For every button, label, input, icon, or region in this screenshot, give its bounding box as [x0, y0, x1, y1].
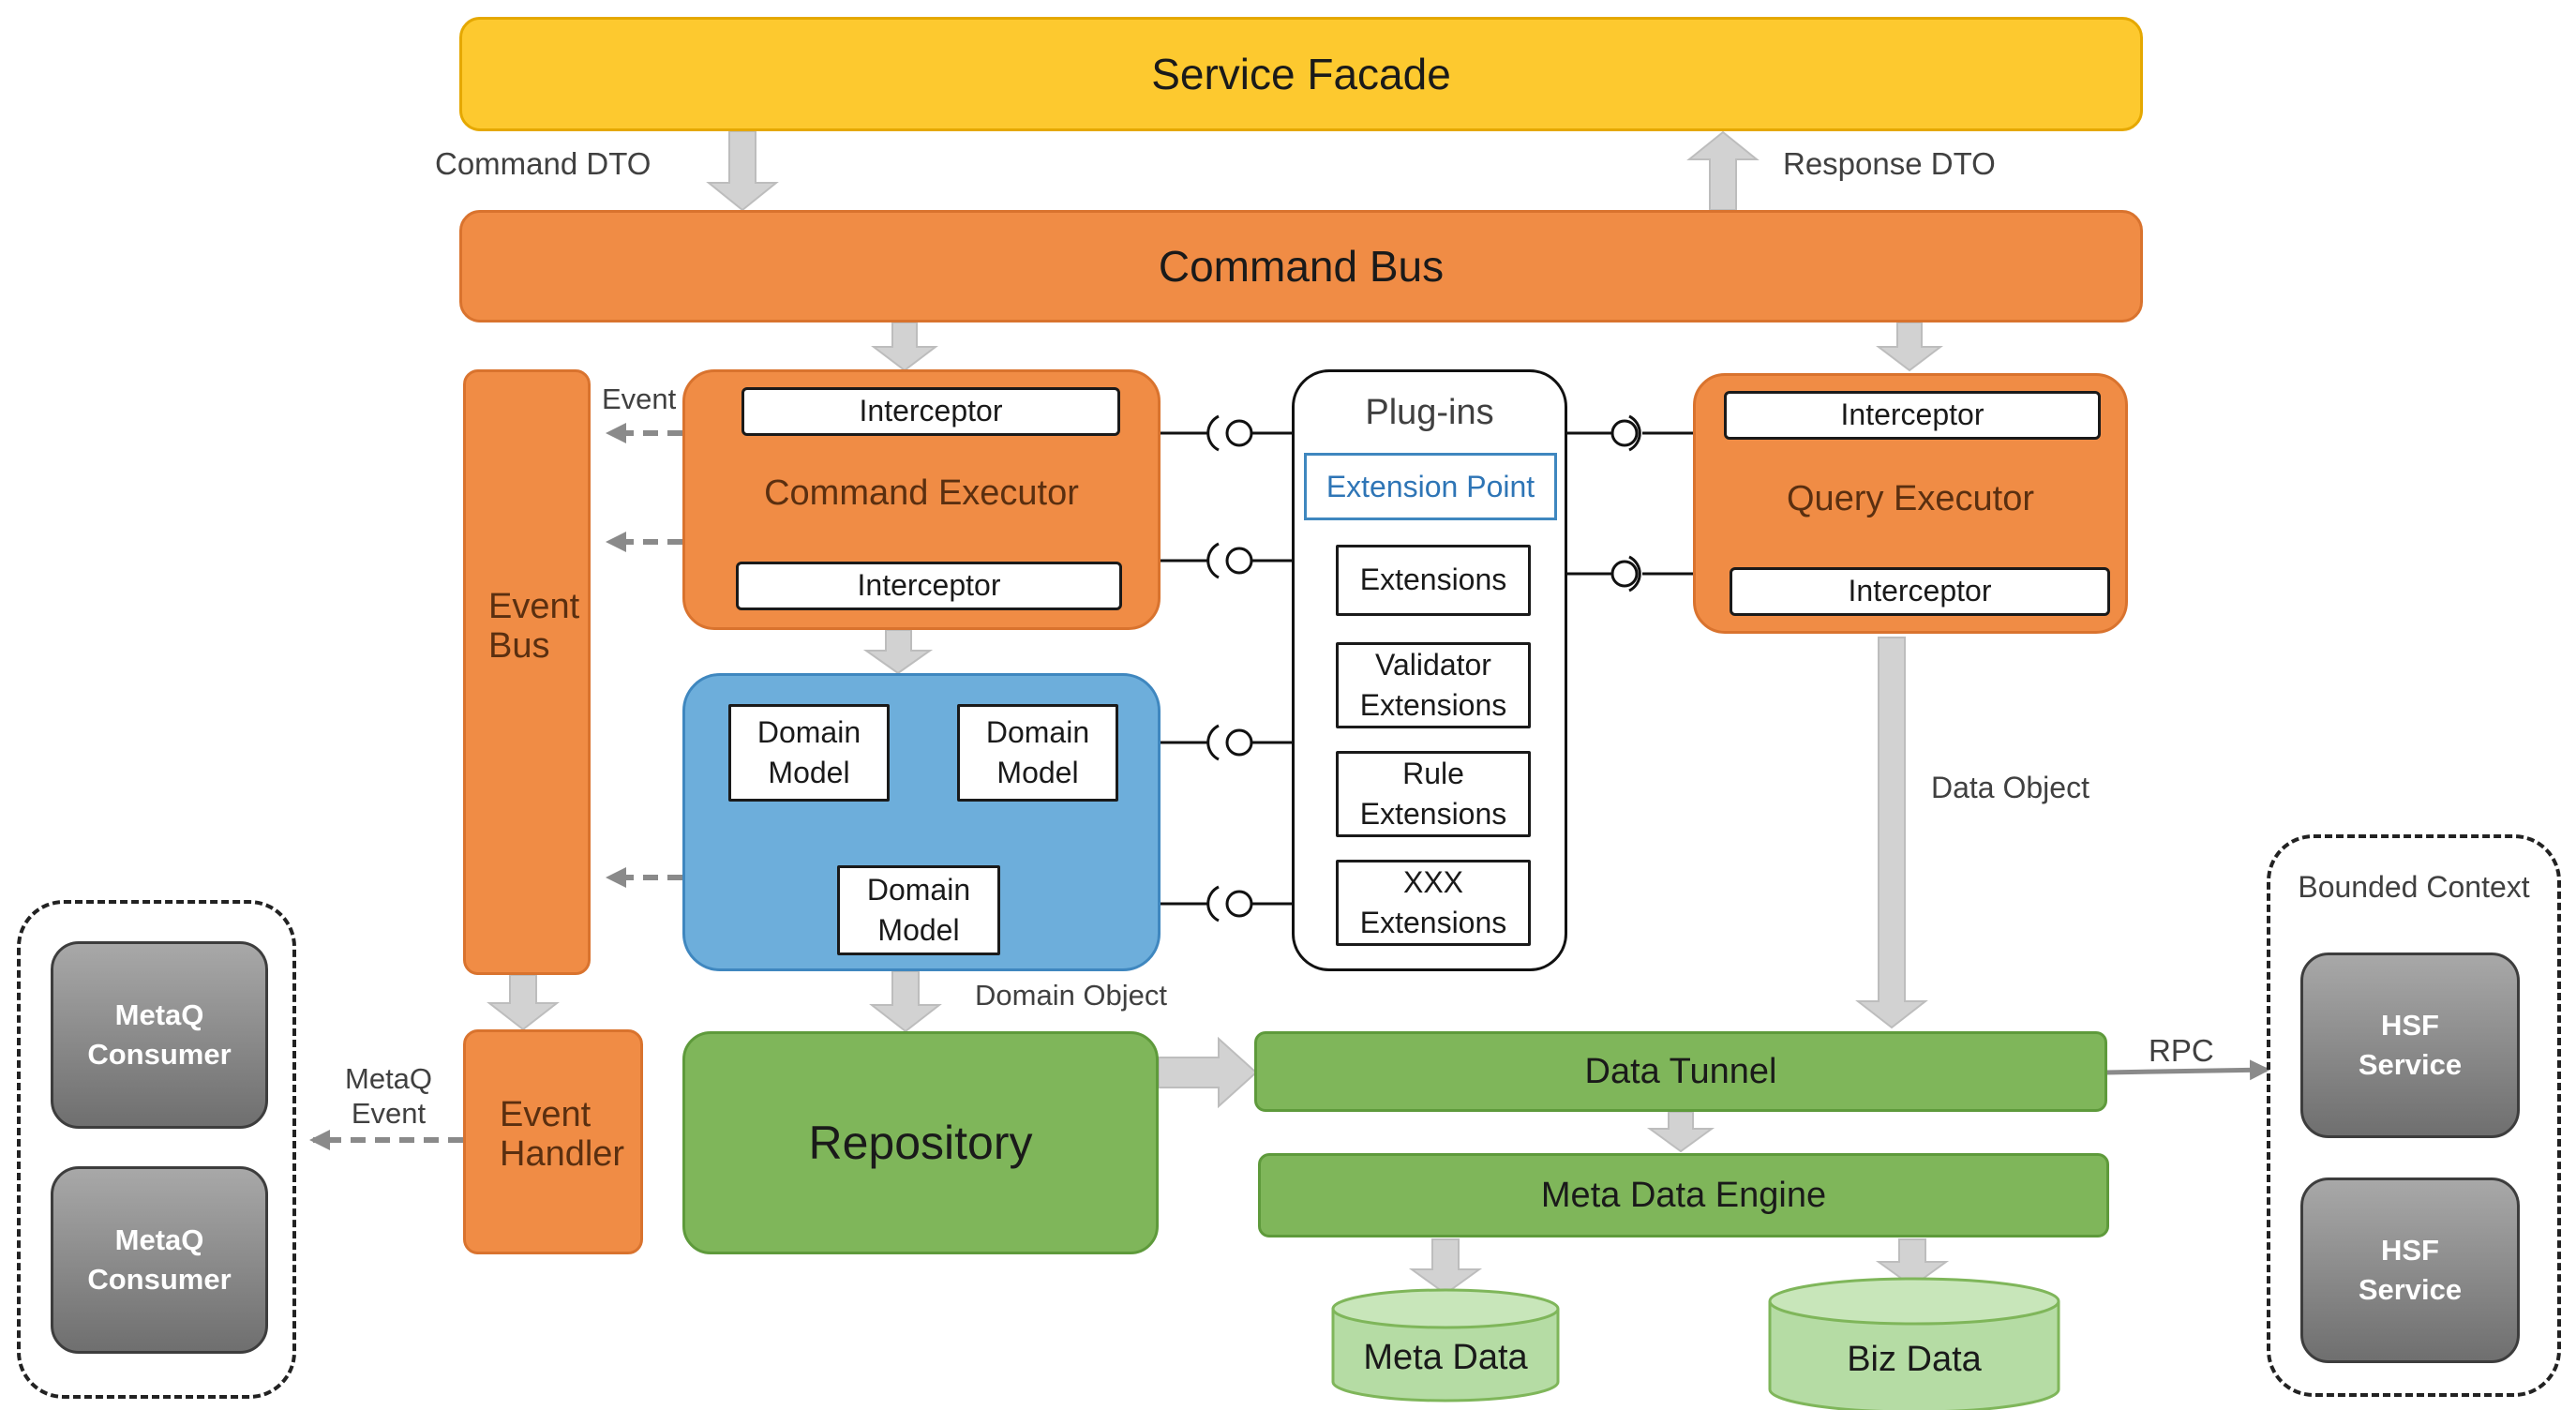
domain-model-b-line2: Model — [877, 913, 960, 947]
domain-to-repo-arrow — [869, 970, 942, 1033]
hsf-service-2-line2: Service — [2358, 1273, 2463, 1306]
service-facade: Service Facade — [459, 17, 2143, 131]
engine-to-metadata-arrow — [1408, 1238, 1483, 1296]
meta-data-store-label: Meta Data — [1363, 1337, 1528, 1377]
command-dto-label: Command DTO — [435, 146, 651, 181]
plugins-panel: Plug-ins Extension Point Extensions Vali… — [1292, 369, 1567, 971]
hsf-service-1-line1: HSF — [2380, 1009, 2439, 1042]
command-dto-arrow — [706, 130, 779, 212]
plugin-rule-line1: Rule — [1402, 756, 1464, 790]
domain-model-b-line1: Domain — [866, 872, 971, 907]
plugin-extensions-label: Extensions — [1359, 562, 1507, 597]
hsf-service-1-line2: Service — [2358, 1048, 2463, 1081]
data-tunnel: Data Tunnel — [1254, 1031, 2107, 1112]
metaq-consumer-2: MetaQ Consumer — [51, 1166, 268, 1354]
query-executor-label: Query Executor — [1787, 479, 2034, 518]
event-handler-line2: Handler — [500, 1133, 625, 1174]
domain-object-label: Domain Object — [975, 979, 1168, 1012]
domain-model-tl-line1: Domain — [756, 714, 861, 749]
event-bus: Event Bus — [463, 369, 591, 975]
domain-model-tr-line2: Model — [996, 756, 1079, 789]
plugin-rule-extensions: Rule Extensions — [1336, 751, 1531, 837]
plugin-validator-line2: Extensions — [1359, 688, 1507, 722]
metaq-event-line1: MetaQ — [345, 1062, 433, 1095]
tunnel-to-engine-arrow — [1646, 1111, 1715, 1153]
plugin-validator-line1: Validator — [1375, 647, 1491, 682]
query-interceptor-bottom: Interceptor — [1730, 567, 2110, 616]
domain-model-top-left: Domain Model — [728, 704, 890, 802]
plugin-rule-line2: Extensions — [1359, 797, 1507, 831]
plugin-validator-extensions: Validator Extensions — [1336, 642, 1531, 728]
query-interceptor-bottom-label: Interceptor — [1848, 574, 1992, 608]
cmd-interceptor-bottom-label: Interceptor — [857, 568, 1001, 603]
domain-model-tr-line1: Domain — [985, 714, 1090, 749]
data-tunnel-label: Data Tunnel — [1584, 1051, 1777, 1091]
plugin-xxx-extensions: XXX Extensions — [1336, 860, 1531, 946]
command-bus-label: Command Bus — [1158, 242, 1445, 291]
biz-data-store-label: Biz Data — [1847, 1339, 1982, 1379]
response-dto-arrow — [1686, 130, 1760, 211]
plugin-xxx-line2: Extensions — [1359, 906, 1507, 939]
metaq-consumer-1: MetaQ Consumer — [51, 941, 268, 1129]
query-interceptor-top-label: Interceptor — [1840, 398, 1984, 432]
metaq-consumer-group — [17, 900, 296, 1399]
bus-to-query-exec-arrow — [1876, 322, 1943, 372]
repository: Repository — [682, 1031, 1159, 1254]
cmd-interceptor-bottom: Interceptor — [736, 562, 1122, 610]
bounded-context-title: Bounded Context — [2298, 870, 2530, 904]
domain-area: Domain Model Domain Model Domain Model — [682, 673, 1161, 971]
event-bus-label-line1: Event — [488, 587, 580, 626]
metaq-consumer-1-line2: Consumer — [87, 1038, 232, 1071]
repository-label: Repository — [808, 1117, 1033, 1169]
hsf-service-2: HSF Service — [2300, 1178, 2520, 1363]
metaq-event-line2: Event — [351, 1097, 427, 1131]
meta-data-engine: Meta Data Engine — [1258, 1153, 2109, 1238]
eventbus-to-handler-arrow — [487, 974, 560, 1031]
service-facade-label: Service Facade — [1151, 50, 1451, 98]
query-executor: Interceptor Query Executor Interceptor — [1693, 373, 2128, 634]
engine-to-bizdata-arrow — [1875, 1238, 1950, 1288]
bus-to-cmd-exec-arrow — [871, 322, 938, 372]
event-handler-line1: Event — [500, 1095, 592, 1134]
event-label: Event — [602, 382, 677, 415]
hsf-service-1: HSF Service — [2300, 952, 2520, 1138]
event-handler: Event Handler — [463, 1029, 643, 1254]
bounded-context-group — [2267, 834, 2561, 1397]
rpc-label: RPC — [2149, 1033, 2214, 1068]
query-interceptor-top: Interceptor — [1724, 391, 2101, 440]
metaq-event-label: MetaQ Event — [345, 1061, 432, 1131]
data-object-label: Data Object — [1931, 771, 2089, 804]
extension-point: Extension Point — [1304, 453, 1557, 520]
command-bus: Command Bus — [459, 210, 2143, 322]
plugin-xxx-line1: XXX — [1402, 864, 1464, 899]
domain-model-top-right: Domain Model — [957, 704, 1118, 802]
repo-to-tunnel-arrow — [1158, 1036, 1258, 1109]
data-object-arrow — [1855, 637, 1928, 1029]
metaq-consumer-1-line1: MetaQ — [114, 998, 204, 1032]
plugins-title: Plug-ins — [1365, 393, 1494, 432]
plugin-extensions: Extensions — [1336, 545, 1531, 616]
command-executor: Interceptor Command Executor Interceptor — [682, 369, 1161, 630]
command-executor-label: Command Executor — [764, 473, 1079, 513]
cmd-interceptor-top: Interceptor — [741, 387, 1120, 436]
cmd-exec-to-domain-arrow — [862, 629, 934, 675]
extension-point-label: Extension Point — [1325, 469, 1535, 503]
metaq-consumer-2-line1: MetaQ — [114, 1223, 204, 1257]
domain-model-tl-line2: Model — [768, 756, 850, 789]
response-dto-label: Response DTO — [1783, 146, 1996, 181]
hsf-service-2-line1: HSF — [2380, 1234, 2439, 1268]
metaq-consumer-2-line2: Consumer — [87, 1263, 232, 1296]
meta-data-engine-label: Meta Data Engine — [1540, 1175, 1827, 1215]
cmd-interceptor-top-label: Interceptor — [859, 394, 1003, 428]
event-bus-label-line2: Bus — [488, 625, 550, 666]
domain-model-bottom: Domain Model — [837, 865, 1000, 955]
